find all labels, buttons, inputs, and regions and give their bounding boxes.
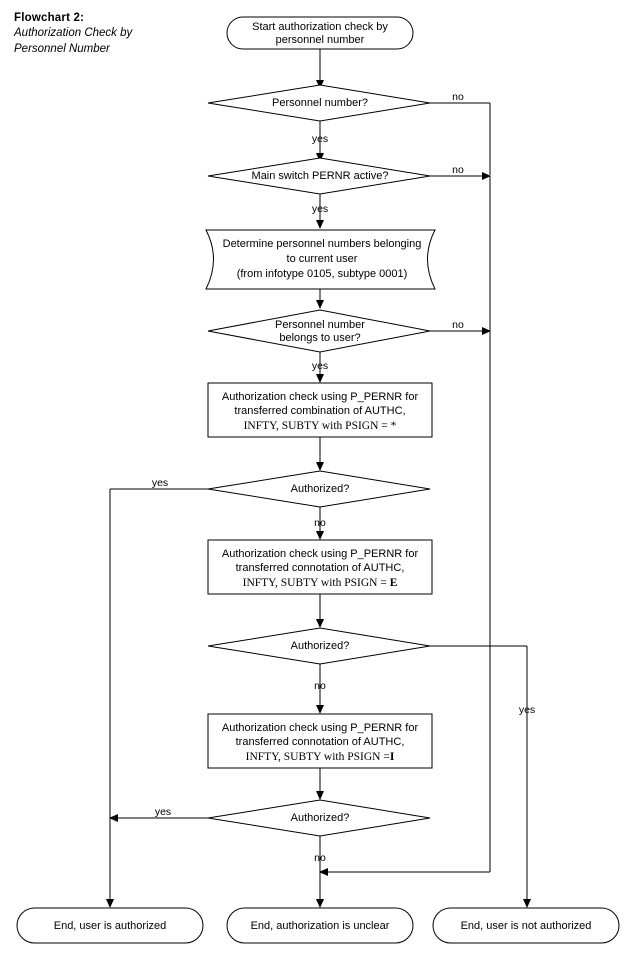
edge-label-d3-no: no: [452, 319, 464, 331]
node-d3-line2: belongs to user?: [279, 332, 360, 344]
edge-start-to-d1: [316, 49, 324, 89]
edge-label-d4-yes: yes: [152, 477, 168, 489]
node-decision-belongs-to-user[interactable]: Personnel number belongs to user?: [207, 309, 431, 353]
node-d5-label: Authorized?: [291, 640, 350, 652]
node-auth-check-psign-e[interactable]: Authorization check using P_PERNR for tr…: [207, 539, 433, 595]
edge-label-d3-yes: yes: [312, 360, 328, 372]
edge-label-d5-yes: yes: [519, 704, 535, 716]
node-p1-line1: Determine personnel numbers belonging: [223, 238, 422, 250]
edge-d1-no: [430, 102, 491, 175]
edge-p1-to-d3: [316, 289, 324, 309]
edge-right-rail-merge: [319, 868, 490, 876]
edge-d3-no: [430, 327, 491, 335]
node-determine-personnel-numbers[interactable]: Determine personnel numbers belonging to…: [205, 229, 436, 290]
node-end-user-authorized[interactable]: End, user is authorized: [16, 907, 204, 944]
node-p4-line3: INFTY, SUBTY with PSIGN =I: [246, 751, 395, 763]
node-p4-line1: Authorization check using P_PERNR for: [222, 722, 419, 734]
diagram-subtitle-line2: Personnel Number: [14, 43, 110, 55]
node-p1-line3: (from infotype 0105, subtype 0001): [237, 268, 408, 280]
node-end-auth-label: End, user is authorized: [54, 920, 167, 932]
node-d1-label: Personnel number?: [272, 97, 368, 109]
node-decision-main-switch-pernr[interactable]: Main switch PERNR active?: [207, 157, 431, 195]
node-p3-line3-prefix: INFTY, SUBTY with PSIGN =: [243, 577, 390, 589]
edge-d6-no: [316, 836, 324, 908]
node-p2-line1: Authorization check using P_PERNR for: [222, 391, 419, 403]
node-d3-line1: Personnel number: [275, 319, 365, 331]
node-start-line2: personnel number: [276, 34, 365, 46]
edge-label-d6-no: no: [314, 852, 326, 864]
node-decision-authorized-3[interactable]: Authorized?: [207, 799, 431, 837]
edge-label-d2-yes: yes: [312, 203, 328, 215]
node-p1-line2: to current user: [287, 253, 358, 265]
node-auth-check-psign-star[interactable]: Authorization check using P_PERNR for tr…: [207, 382, 433, 438]
edge-label-d2-no: no: [452, 164, 464, 176]
node-p2-line3: INFTY, SUBTY with PSIGN = *: [244, 420, 397, 432]
diagram-subtitle-line1: Authorization Check by: [14, 27, 133, 39]
edge-d3-yes: [316, 349, 324, 383]
node-d2-label: Main switch PERNR active?: [252, 170, 389, 182]
node-d6-label: Authorized?: [291, 812, 350, 824]
node-end-authorization-unclear[interactable]: End, authorization is unclear: [226, 907, 414, 944]
edge-label-d6-yes: yes: [155, 806, 171, 818]
edge-left-rail-to-end-auth: [106, 899, 114, 908]
node-p2-line2: transferred combination of AUTHC,: [234, 405, 405, 417]
edge-p4-to-d6: [316, 768, 324, 800]
edge-p3-to-d5: [316, 594, 324, 628]
edge-d5-no: [316, 664, 324, 714]
node-start-line1: Start authorization check by: [252, 21, 388, 33]
edge-p2-to-d4: [316, 437, 324, 471]
edge-label-d1-yes: yes: [312, 133, 328, 145]
node-auth-check-psign-i[interactable]: Authorization check using P_PERNR for tr…: [207, 713, 433, 769]
node-d4-label: Authorized?: [291, 483, 350, 495]
diagram-title-block: Flowchart 2: Authorization Check by Pers…: [14, 11, 189, 57]
node-p3-line1: Authorization check using P_PERNR for: [222, 548, 419, 560]
edge-label-d4-no: no: [314, 517, 326, 529]
node-p2-line3-value: *: [391, 420, 397, 432]
edge-d2-yes: [316, 194, 324, 229]
node-decision-authorized-1[interactable]: Authorized?: [207, 470, 431, 508]
edge-d4-yes: [109, 488, 208, 902]
node-start[interactable]: Start authorization check by personnel n…: [226, 16, 414, 50]
node-p3-line3-value: E: [390, 577, 398, 589]
node-p3-line2: transferred connotation of AUTHC,: [236, 562, 405, 574]
node-end-user-not-authorized[interactable]: End, user is not authorized: [432, 907, 620, 944]
node-decision-personnel-number[interactable]: Personnel number?: [207, 84, 431, 122]
node-p4-line2: transferred connotation of AUTHC,: [236, 736, 405, 748]
node-p4-line3-value: I: [390, 751, 395, 763]
node-decision-authorized-2[interactable]: Authorized?: [207, 627, 431, 665]
node-p2-line3-prefix: INFTY, SUBTY with PSIGN =: [244, 420, 391, 432]
edge-d5-yes: [430, 645, 531, 908]
edge-d2-no: [430, 172, 491, 872]
edge-label-d5-no: no: [314, 680, 326, 692]
edge-d4-no: [316, 507, 324, 540]
node-p3-line3: INFTY, SUBTY with PSIGN = E: [243, 577, 398, 589]
node-p4-line3-prefix: INFTY, SUBTY with PSIGN =: [246, 751, 390, 763]
node-end-unclear-label: End, authorization is unclear: [251, 920, 390, 932]
diagram-title: Flowchart 2:: [14, 12, 85, 24]
edge-label-d1-no: no: [452, 91, 464, 103]
edge-d6-yes: [109, 814, 208, 822]
node-end-not-label: End, user is not authorized: [461, 920, 592, 932]
